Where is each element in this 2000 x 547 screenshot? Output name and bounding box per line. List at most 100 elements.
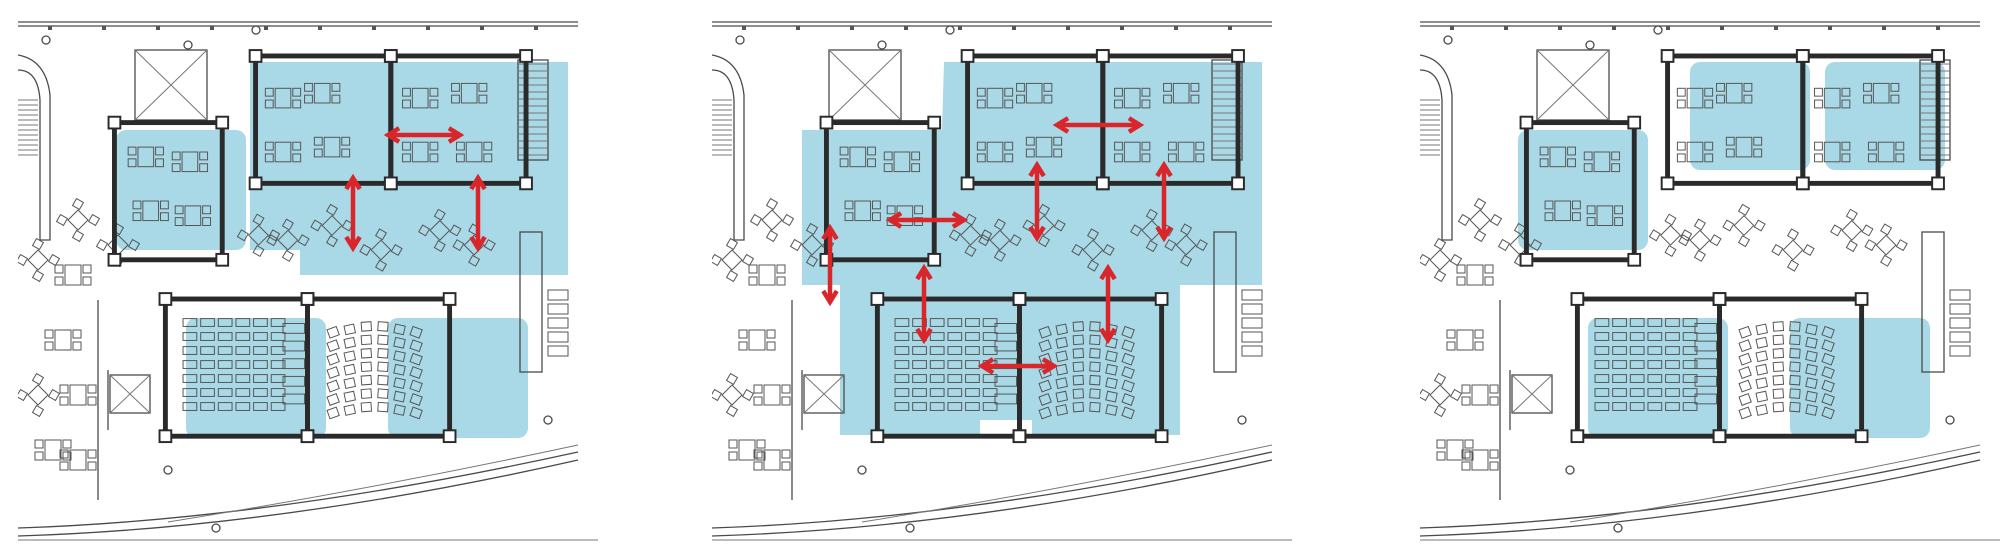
seat bbox=[1789, 388, 1801, 399]
chair bbox=[1037, 203, 1051, 216]
seat bbox=[217, 318, 233, 327]
chair bbox=[478, 82, 488, 92]
seat bbox=[1805, 404, 1818, 416]
desk-cluster bbox=[1867, 141, 1905, 163]
seat bbox=[182, 374, 198, 383]
facade-curve bbox=[1420, 459, 1981, 537]
loose-round-table-top bbox=[801, 234, 823, 256]
chair bbox=[1449, 253, 1463, 267]
seat bbox=[1821, 366, 1835, 380]
seat bbox=[929, 374, 945, 383]
chair bbox=[1802, 243, 1815, 257]
chair bbox=[1473, 197, 1487, 211]
chair bbox=[1895, 153, 1905, 163]
room-e-column bbox=[1712, 292, 1727, 306]
seat bbox=[200, 360, 215, 369]
open-round-table bbox=[1864, 223, 1908, 267]
room-c-column bbox=[519, 49, 533, 63]
chair bbox=[867, 146, 876, 156]
seat bbox=[182, 388, 198, 397]
room-a-wall bbox=[823, 120, 937, 263]
void-box bbox=[828, 49, 902, 121]
arrow-open-e bbox=[1099, 263, 1117, 345]
open-round-table bbox=[978, 218, 1022, 262]
seat bbox=[1682, 318, 1698, 327]
loose-round-table bbox=[749, 197, 795, 243]
column-dot bbox=[1653, 25, 1663, 35]
seat bbox=[1594, 318, 1610, 327]
open-round-table bbox=[1022, 203, 1066, 248]
loose-round-table bbox=[1420, 237, 1463, 283]
room-c-wall bbox=[1800, 53, 1941, 186]
chair bbox=[741, 388, 755, 402]
room-a-column bbox=[1627, 115, 1642, 130]
chair bbox=[1814, 99, 1823, 109]
chair bbox=[766, 329, 776, 339]
bench bbox=[994, 340, 1018, 352]
seat bbox=[377, 401, 389, 413]
fixture bbox=[1241, 317, 1263, 329]
chair bbox=[1086, 259, 1100, 272]
desk-cluster-table bbox=[1549, 146, 1567, 168]
open-round-table-top bbox=[1689, 229, 1711, 251]
desk-cluster-table bbox=[1686, 141, 1704, 163]
seat bbox=[965, 332, 980, 341]
bench bbox=[994, 323, 1018, 334]
arrow-c-open bbox=[469, 173, 487, 253]
seat bbox=[235, 374, 251, 383]
chair bbox=[1676, 153, 1686, 163]
chair bbox=[1461, 396, 1471, 406]
seat bbox=[1647, 346, 1663, 355]
core-wall bbox=[97, 300, 109, 500]
arrowhead bbox=[447, 126, 465, 144]
arrowhead bbox=[469, 235, 487, 253]
chair bbox=[976, 87, 986, 97]
chair bbox=[1071, 243, 1084, 257]
chair bbox=[82, 276, 92, 286]
chair bbox=[976, 141, 986, 151]
seat bbox=[1755, 390, 1769, 403]
desk-cluster bbox=[1725, 136, 1763, 158]
floor-plan-panel-3 bbox=[1420, 0, 2000, 547]
zone-room-a bbox=[1518, 130, 1648, 250]
seat bbox=[235, 388, 251, 397]
seat bbox=[1072, 401, 1085, 413]
chair bbox=[59, 396, 69, 406]
chair bbox=[1880, 254, 1893, 267]
plan-layer bbox=[18, 21, 598, 541]
chair bbox=[1163, 94, 1172, 104]
desk-cluster-table bbox=[1593, 151, 1611, 173]
column-tick bbox=[1612, 26, 1616, 30]
seat bbox=[1072, 348, 1085, 359]
chair bbox=[1043, 94, 1053, 104]
chair bbox=[776, 276, 786, 286]
column-dot bbox=[1565, 465, 1575, 475]
seat bbox=[1629, 388, 1645, 397]
room-d-column bbox=[1570, 429, 1585, 444]
chair bbox=[451, 94, 460, 104]
seat bbox=[894, 318, 910, 327]
chair bbox=[1180, 254, 1193, 267]
chair bbox=[155, 146, 164, 156]
room-e-column bbox=[1854, 429, 1869, 444]
seat bbox=[1594, 332, 1610, 341]
chair bbox=[59, 449, 69, 459]
desk-cluster bbox=[1863, 82, 1900, 104]
seat bbox=[409, 339, 423, 353]
seat bbox=[182, 332, 198, 341]
bench bbox=[1694, 375, 1718, 387]
column-tick bbox=[1558, 26, 1562, 30]
column-dot bbox=[1237, 415, 1247, 425]
seat bbox=[1612, 360, 1627, 369]
seat bbox=[360, 348, 373, 359]
room-d-column bbox=[158, 429, 173, 444]
chair bbox=[1841, 99, 1851, 109]
loose-desk bbox=[1461, 384, 1499, 406]
desk-cluster-table bbox=[1554, 200, 1572, 222]
fixture bbox=[1241, 303, 1263, 315]
column-tick bbox=[1120, 26, 1124, 30]
chair bbox=[1722, 219, 1735, 232]
chair bbox=[171, 163, 181, 173]
chair bbox=[402, 141, 411, 151]
core-x bbox=[1511, 374, 1553, 414]
